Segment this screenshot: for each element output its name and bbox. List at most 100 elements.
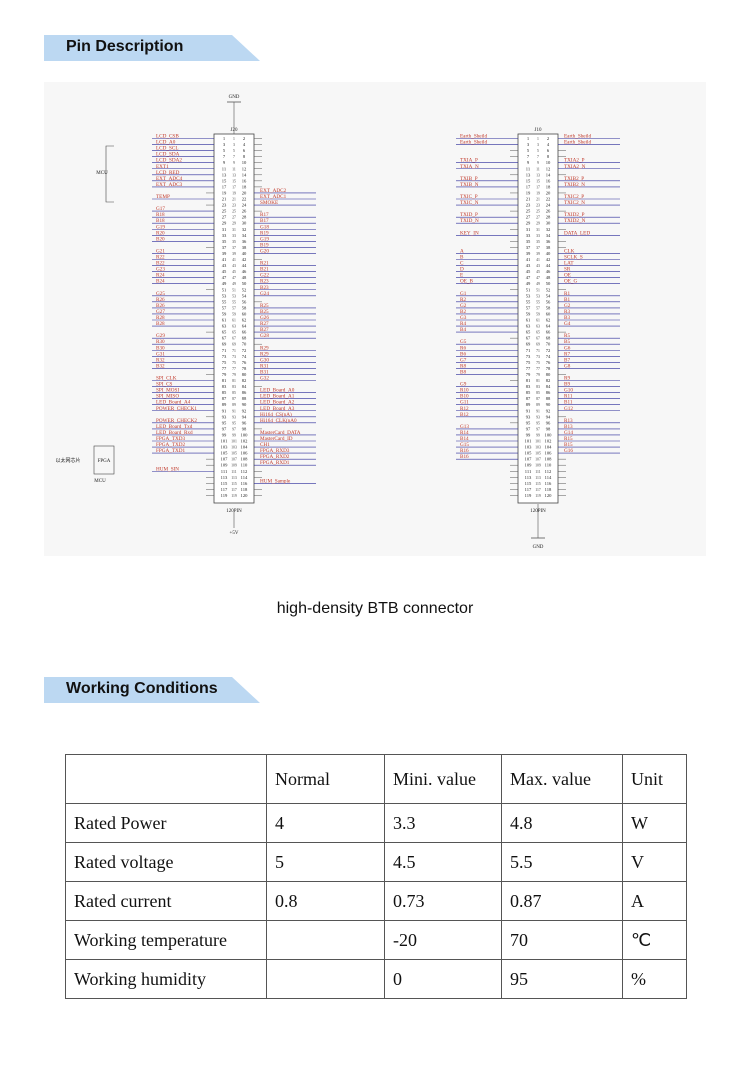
section-title: Working Conditions bbox=[66, 680, 218, 697]
left-pin-number: 3 bbox=[223, 142, 226, 147]
right-pin-number: 33 bbox=[526, 233, 531, 238]
left-pin-number: 5 bbox=[223, 148, 226, 153]
right-pin-number: 117 bbox=[525, 487, 532, 492]
left-pin-inner-number: 97 bbox=[232, 427, 236, 431]
left-pin-inner-number: 113 bbox=[231, 476, 237, 480]
right-pin-inner-number: 23 bbox=[536, 204, 540, 208]
right-pin-number: 62 bbox=[546, 318, 551, 323]
right-pin-number: 84 bbox=[546, 384, 551, 389]
right-signal-label-left: C bbox=[460, 261, 464, 267]
left-pin-number: 108 bbox=[241, 457, 249, 462]
right-signal-label-right: TXID2_P bbox=[564, 212, 585, 218]
right-pin-number: 107 bbox=[525, 457, 533, 462]
right-pin-inner-number: 27 bbox=[536, 216, 540, 220]
left-pin-number: 88 bbox=[242, 396, 247, 401]
right-pin-number: 69 bbox=[526, 342, 531, 347]
left-signal-label-left: G21 bbox=[156, 248, 165, 254]
left-pin-inner-number: 37 bbox=[232, 246, 236, 250]
right-pin-inner-number: 87 bbox=[536, 397, 540, 401]
left-signal-label-right: G24 bbox=[260, 291, 269, 297]
right-signal-label-left: R6 bbox=[460, 345, 466, 351]
right-pin-inner-number: 115 bbox=[535, 482, 541, 486]
left-pin-inner-number: 5 bbox=[233, 149, 235, 153]
left-signal-label-right: B27 bbox=[260, 327, 269, 333]
left-pin-inner-number: 93 bbox=[232, 415, 236, 419]
right-signal-label-left: TXID_N bbox=[460, 218, 479, 224]
left-pin-inner-number: 43 bbox=[232, 264, 236, 268]
left-pin-inner-number: 49 bbox=[232, 282, 236, 286]
right-pin-number: 109 bbox=[525, 463, 533, 468]
right-signal-label-left: TXID_P bbox=[460, 212, 478, 218]
right-pin-inner-number: 49 bbox=[536, 282, 540, 286]
table-row: Working temperature -20 70 ℃ bbox=[65, 920, 687, 960]
left-pin-number: 63 bbox=[222, 324, 227, 329]
tab-shape bbox=[44, 35, 260, 61]
left-pin-number: 71 bbox=[222, 348, 227, 353]
left-pin-number: 83 bbox=[222, 384, 227, 389]
left-pin-number: 43 bbox=[222, 263, 227, 268]
right-signal-label-right: Earth_Sheild bbox=[564, 134, 591, 140]
left-pin-number: 80 bbox=[242, 372, 247, 377]
left-signal-label-right: B21 bbox=[260, 267, 269, 273]
table-row: Rated Power 4 3.3 4.8 W bbox=[65, 803, 687, 843]
left-signal-label-right: B17 bbox=[260, 218, 269, 224]
left-signal-label-left: B24 bbox=[156, 279, 165, 285]
left-signal-label-right: FPGA_RXD2 bbox=[260, 454, 290, 460]
left-pin-number: 27 bbox=[222, 215, 227, 220]
right-signal-label-right: G16 bbox=[564, 448, 573, 454]
left-signal-label-right: FPGA_RXD3 bbox=[260, 448, 290, 454]
left-pin-inner-number: 109 bbox=[231, 464, 237, 468]
left-pin-number: 97 bbox=[222, 426, 227, 431]
left-pin-number: 66 bbox=[242, 330, 247, 335]
left-signal-label-left: G27 bbox=[156, 309, 165, 315]
right-pin-number: 58 bbox=[546, 305, 551, 310]
right-pin-number: 55 bbox=[526, 299, 531, 304]
working-conditions-table: Normal Mini. value Max. value Unit Rated… bbox=[65, 754, 687, 999]
left-pin-inner-number: 65 bbox=[232, 331, 236, 335]
left-pin-number: 98 bbox=[242, 426, 247, 431]
table-cell: 3.3 bbox=[384, 803, 502, 843]
left-pin-number: 21 bbox=[222, 197, 227, 202]
left-signal-label-right: G20 bbox=[260, 248, 269, 254]
left-pin-number: 32 bbox=[242, 227, 247, 232]
left-pin-number: 110 bbox=[241, 463, 248, 468]
right-pin-inner-number: 55 bbox=[536, 300, 540, 304]
left-signal-label-right: LED_Board_A3 bbox=[260, 406, 295, 412]
right-pin-number: 101 bbox=[525, 439, 533, 444]
left-signal-label-left: R22 bbox=[156, 255, 165, 261]
left-pin-inner-number: 41 bbox=[232, 258, 236, 262]
table-cell: Rated Power bbox=[65, 803, 267, 843]
left-signal-label-left: SPI_CS bbox=[156, 382, 173, 388]
left-pin-number: 55 bbox=[222, 299, 227, 304]
right-pin-number: 92 bbox=[546, 408, 551, 413]
right-pin-inner-number: 91 bbox=[536, 409, 540, 413]
right-pin-inner-number: 57 bbox=[536, 306, 540, 310]
table-row: Rated voltage 5 4.5 5.5 V bbox=[65, 842, 687, 882]
right-pin-number: 25 bbox=[526, 209, 531, 214]
left-signal-label-left: LCD_SDA2 bbox=[156, 158, 182, 164]
right-signal-label-left: A bbox=[460, 248, 464, 254]
left-signal-label-right: G26 bbox=[260, 315, 269, 321]
left-pin-number: 31 bbox=[222, 227, 227, 232]
right-pin-number: 21 bbox=[526, 197, 531, 202]
left-signal-label-left: B32 bbox=[156, 363, 165, 369]
right-pin-number: 111 bbox=[525, 469, 532, 474]
right-pin-inner-number: 31 bbox=[536, 228, 540, 232]
right-pin-number: 14 bbox=[546, 172, 551, 177]
header-cell: Unit bbox=[622, 754, 687, 804]
right-pin-number: 64 bbox=[546, 324, 551, 329]
left-pin-number: 106 bbox=[241, 451, 249, 456]
left-pin-number: 103 bbox=[221, 445, 229, 450]
right-signal-label-left: B bbox=[460, 255, 464, 261]
right-pin-inner-number: 83 bbox=[536, 385, 540, 389]
table-cell: W bbox=[622, 803, 687, 843]
right-signal-label-right: LAT bbox=[564, 261, 574, 267]
left-pin-inner-number: 23 bbox=[232, 204, 236, 208]
left-signal-label-left: SPI_CLK bbox=[156, 376, 177, 382]
left-signal-label-left: EXT1 bbox=[156, 164, 169, 170]
left-pin-inner-number: 47 bbox=[232, 276, 236, 280]
right-pin-number: 65 bbox=[526, 330, 531, 335]
left-mcu-bracket bbox=[105, 145, 114, 203]
left-signal-label-right: B19 bbox=[260, 242, 269, 248]
right-signal-label-left: TXIB_P bbox=[460, 176, 478, 182]
